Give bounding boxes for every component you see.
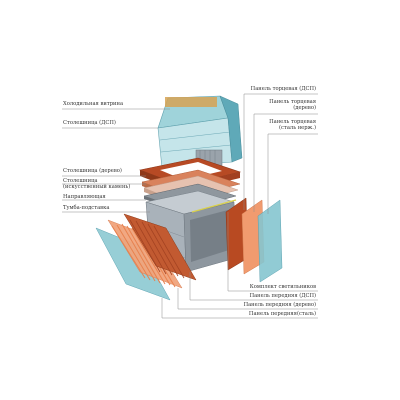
- label-end-panel-chipboard: Панель торцевая (ДСП): [250, 86, 316, 92]
- front-panel-wood: [107, 219, 183, 289]
- leader-lines-left: [62, 108, 170, 213]
- label-front-panel-steel: Панель передняя(сталь): [248, 311, 316, 317]
- label-display-case: Холодильная витрина: [63, 101, 124, 107]
- label-base-cabinet: Тумба-подставка: [63, 205, 110, 211]
- label-end-panel-steel-text: Панель торцевая (сталь нерж.): [269, 119, 316, 131]
- label-countertop-stone-text: Столешница (искусственный камень): [63, 178, 131, 190]
- label-front-panel-wood: Панель передняя (дерево): [243, 302, 316, 308]
- end-panel-steel: [257, 199, 283, 283]
- refrigerated-display-case: [157, 95, 243, 169]
- front-panel-chipboard: [123, 213, 197, 281]
- label-front-panel-chipboard: Панель передняя (ДСП): [249, 293, 316, 299]
- leader-lines-right: [161, 93, 318, 319]
- label-countertop-chipboard: Столешница (ДСП): [63, 120, 116, 126]
- label-end-panel-steel: Панель торцевая (сталь нерж.): [269, 119, 316, 131]
- label-lighting-kit: Комплект светильников: [249, 284, 316, 290]
- label-end-panel-wood-text: Панель торцевая (дерево): [269, 99, 316, 111]
- label-end-panel-wood: Панель торцевая (дерево): [269, 99, 316, 111]
- label-countertop-wood: Столешница (дерево): [63, 168, 122, 174]
- label-guide-rail: Направляющая: [63, 194, 106, 200]
- label-countertop-stone: Столешница (искусственный камень): [63, 178, 130, 190]
- lighting-kit: [191, 199, 237, 213]
